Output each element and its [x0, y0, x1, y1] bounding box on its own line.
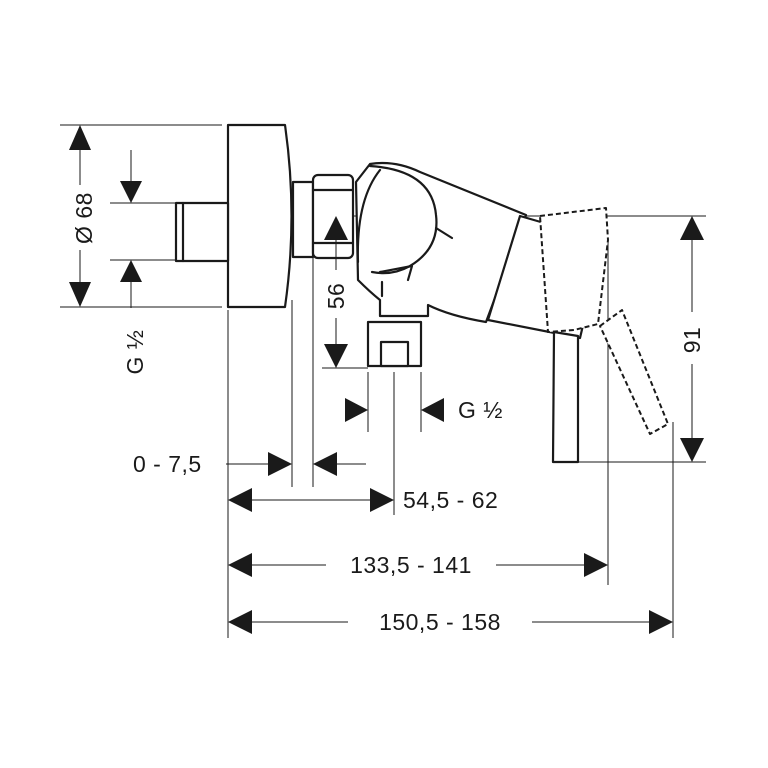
diameter-label: Ø 68 — [71, 192, 97, 244]
mixer-body — [354, 161, 528, 324]
height-91-label: 91 — [679, 327, 705, 354]
dimension-lines — [79, 150, 693, 623]
dimension-labels: Ø 68 G ½ 56 91 G ½ 0 - 7,5 54,5 - 62 133… — [71, 192, 705, 635]
thread-left-label: G ½ — [122, 330, 148, 375]
outlet-fitting — [366, 320, 423, 368]
offset-range-label: 0 - 7,5 — [133, 451, 202, 477]
lever-range-label: 133,5 - 141 — [350, 552, 472, 578]
inlet-connector — [174, 201, 230, 263]
depth-range-label: 54,5 - 62 — [403, 487, 498, 513]
thread-outlet-label: G ½ — [458, 397, 503, 423]
wall-flange — [226, 123, 293, 309]
arrowheads — [69, 125, 704, 634]
hex-nut — [291, 173, 355, 260]
handle-lever-alt-position — [539, 207, 669, 435]
height-56-label: 56 — [323, 283, 349, 310]
total-range-label: 150,5 - 158 — [379, 609, 501, 635]
